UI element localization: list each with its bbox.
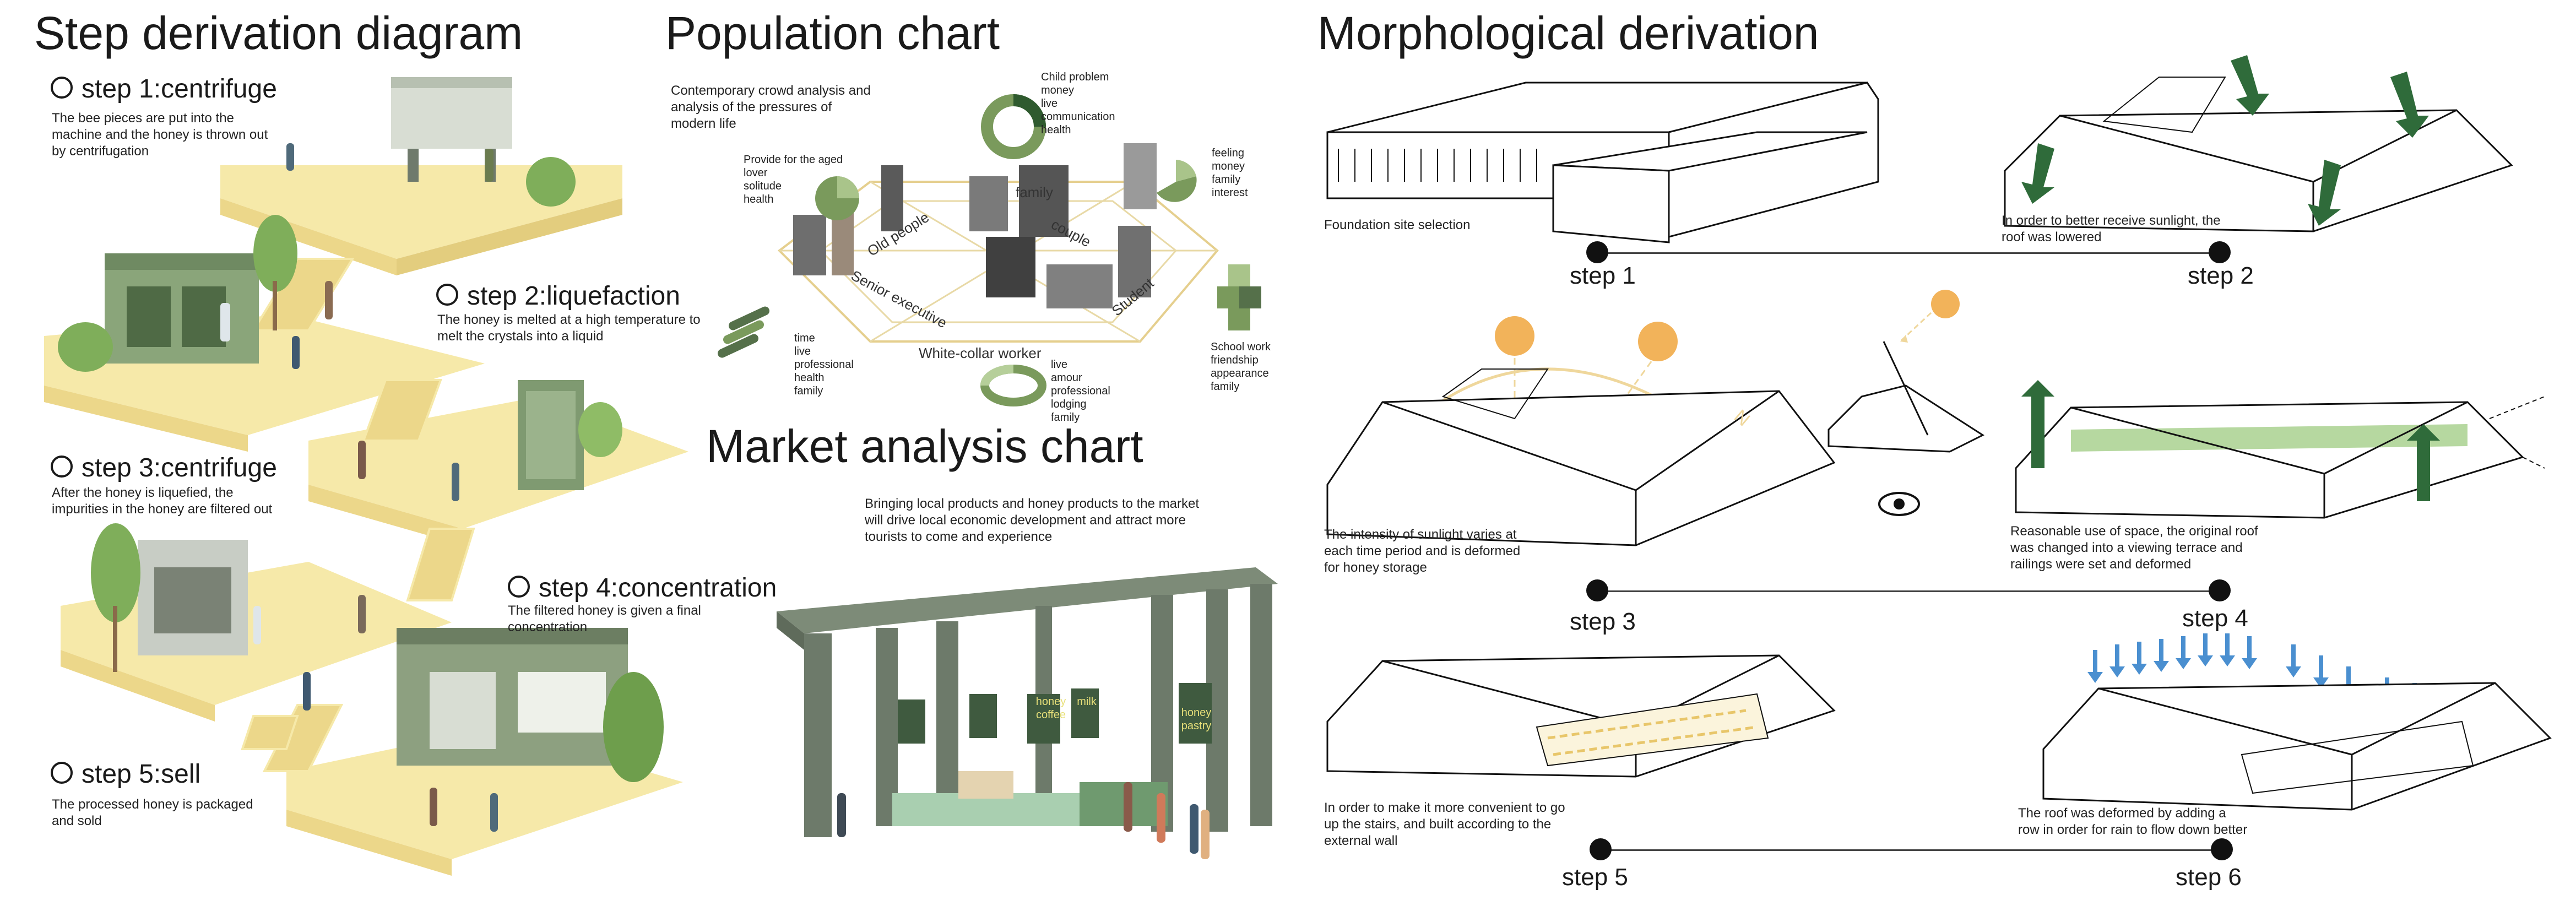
building-step-3 xyxy=(1326,316,1836,546)
stairs xyxy=(241,258,475,772)
people-photos xyxy=(793,143,1157,308)
eye-icon xyxy=(1884,487,1922,525)
building-step-5 xyxy=(1326,654,1836,778)
market-desc: Bringing local products and honey produc… xyxy=(865,496,1200,544)
morph-caption-2: In order to better receive sunlight, the… xyxy=(2002,213,2221,245)
step-4-label: step 4 xyxy=(2182,605,2248,632)
live-list: live amour professional lodging family xyxy=(1051,359,1110,424)
timeline-dot-2 xyxy=(2209,241,2231,263)
feeling-list: feeling money family interest xyxy=(1212,147,1248,199)
market-pergola xyxy=(777,567,1278,859)
machine-grey xyxy=(138,540,248,655)
sign-honey-coffee: honey coffee xyxy=(1035,696,1066,721)
step-5-label: step 5 xyxy=(1562,864,1628,891)
panel-title-step-derivation: Step derivation diagram xyxy=(34,7,523,59)
left-step-5-label: step 5:sell xyxy=(51,759,200,789)
left-step-5-desc: The processed honey is packaged and sold xyxy=(52,797,253,828)
timeline-line-3 xyxy=(1601,849,2222,851)
aged-list: Provide for the aged lover solitude heal… xyxy=(744,154,843,205)
donut-aged xyxy=(815,176,859,220)
timeline-line-1 xyxy=(1597,252,2220,254)
left-step-2-desc: The honey is melted at a high temperatur… xyxy=(437,312,701,344)
left-step-4-label: step 4:concentration xyxy=(508,573,777,603)
school-list: School work friendship appearance family xyxy=(1211,341,1271,393)
time-list: time live professional health family xyxy=(794,332,854,397)
machine-green xyxy=(105,253,259,364)
building-step-1 xyxy=(1326,82,1879,243)
trees xyxy=(58,157,664,782)
timeline-dot-1 xyxy=(1586,241,1608,263)
bars-time xyxy=(717,306,770,358)
hex-label-family: family xyxy=(1016,184,1053,200)
section-sun-diagram xyxy=(1827,290,1985,516)
building-step-2 xyxy=(2004,55,2513,232)
child-list: Child problem money live communication h… xyxy=(1041,71,1115,136)
panel-title-morphological: Morphological derivation xyxy=(1317,7,1819,59)
left-step-3-desc: After the honey is liquefied, the impuri… xyxy=(52,485,273,517)
platform-1 xyxy=(220,165,622,275)
isometric-platforms xyxy=(44,77,688,876)
morph-caption-5: In order to make it more convenient to g… xyxy=(1324,800,1565,848)
timeline-dot-6 xyxy=(2211,838,2233,860)
timeline-line-2 xyxy=(1597,590,2220,592)
population-intro: Contemporary crowd analysis and analysis… xyxy=(671,83,871,131)
sign-milk: milk xyxy=(1077,696,1097,708)
left-step-2-label: step 2:liquefaction xyxy=(436,281,680,311)
timeline-dot-4 xyxy=(2209,579,2231,601)
morph-caption-3: The intensity of sunlight varies at each… xyxy=(1324,527,1521,575)
morph-caption-1: Foundation site selection xyxy=(1324,218,1471,232)
building-step-4 xyxy=(2015,380,2545,519)
morph-caption-4: Reasonable use of space, the original ro… xyxy=(2010,524,2258,572)
timeline-dot-3 xyxy=(1586,579,1608,601)
step-6-label: step 6 xyxy=(2176,864,2242,891)
left-step-1-desc: The bee pieces are put into the machine … xyxy=(52,111,268,159)
hex-label-white-collar: White-collar worker xyxy=(919,345,1042,361)
step-1-label: step 1 xyxy=(1570,262,1636,289)
timeline-dot-5 xyxy=(1590,838,1612,860)
machine-cabinet xyxy=(518,380,584,490)
left-step-4-desc: The filtered honey is given a final conc… xyxy=(508,603,701,635)
population-hexagon xyxy=(717,94,1261,406)
panel-title-market: Market analysis chart xyxy=(706,420,1143,472)
cubes-school xyxy=(1217,264,1261,330)
donut-feeling xyxy=(1157,160,1197,202)
morph-caption-6: The roof was deformed by adding a row in… xyxy=(2018,806,2248,837)
building-step-6 xyxy=(2042,633,2552,811)
donut-child xyxy=(981,94,1046,159)
left-step-1-label: step 1:centrifuge xyxy=(51,74,277,104)
step-2-label: step 2 xyxy=(2188,262,2254,289)
donut-live xyxy=(980,365,1046,406)
step-3-label: step 3 xyxy=(1570,608,1636,635)
sign-honey-pastry: honey pastry xyxy=(1181,707,1212,732)
left-step-3-label: step 3:centrifuge xyxy=(51,453,277,483)
shop-kiosk xyxy=(397,628,628,766)
panel-title-population: Population chart xyxy=(665,7,1000,59)
people xyxy=(220,143,498,832)
